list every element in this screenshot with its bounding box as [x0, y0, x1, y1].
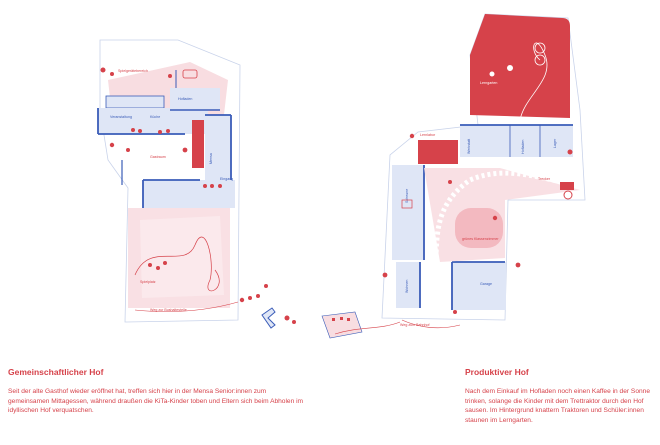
left-red-hall [192, 120, 204, 168]
caption-right: Produktiver Hof Nach dem Einkauf im Hofl… [465, 367, 660, 425]
right-building-top [460, 125, 573, 157]
label-hofladen-left: Hofladen [178, 97, 192, 101]
left-building-strip [105, 95, 165, 109]
label-mensa: Mensa [209, 153, 213, 164]
left-garden-inner [140, 216, 224, 298]
bus-stop-block [321, 311, 363, 339]
label-trecker: Trecker [538, 177, 551, 181]
right-red-lab [418, 140, 458, 164]
right-site-plan: Lerngarten Lernlabor Werkstatt Hofladen … [381, 13, 586, 329]
label-lernlabor: Lernlabor [420, 133, 436, 137]
tractor-lane [427, 170, 576, 313]
caption-left-text: Seit der alte Gasthof wieder eröffnet ha… [8, 388, 304, 415]
right-building-bottomright [452, 262, 506, 310]
right-building-left [392, 165, 424, 260]
left-building-row [98, 108, 208, 134]
label-station-path: Weg zum Bahnhof [400, 323, 430, 327]
right-red-garden [470, 14, 570, 118]
left-figures [100, 67, 268, 303]
left-bus-path [134, 301, 239, 312]
label-kueche: Küche [150, 115, 160, 119]
label-arrow-annotation: grünes Klassenzimmer [462, 237, 499, 241]
right-circle-garden [455, 208, 503, 248]
label-lager: Lager [553, 138, 557, 148]
right-station-path [401, 319, 461, 329]
label-wohnen: Wohnen [405, 280, 409, 293]
label-eingang: Eingang [220, 177, 233, 181]
left-site-plan: Spielgerätebereich Hofladen Veranstaltun… [97, 39, 401, 339]
label-spielgeraete: Spielgerätebereich [118, 69, 148, 73]
label-hofladen-right: Hofladen [521, 140, 525, 154]
caption-left-title: Gemeinschaftlicher Hof [8, 367, 104, 377]
label-scheune: Scheune [405, 189, 409, 203]
label-veranstaltung: Veranstaltung [110, 115, 132, 119]
caption-right-text: Nach dem Einkauf im Hofladen noch einen … [465, 388, 650, 424]
label-spielplatz: Spielplatz [140, 280, 156, 284]
label-garage: Garage [480, 282, 492, 286]
label-gastraum: Gastraum [150, 155, 166, 159]
label-lerngarten: Lerngarten [480, 81, 497, 85]
label-bus-path: Weg zur Bushaltestelle [150, 308, 187, 312]
right-building-bottomleft [396, 262, 420, 308]
left-building-rightwing [205, 115, 231, 190]
left-building-bottom [143, 180, 235, 208]
arrow-shape [261, 307, 276, 329]
label-werkstatt: Werkstatt [467, 139, 471, 154]
left-building-block [170, 88, 220, 110]
right-figures [382, 133, 574, 314]
caption-right-title: Produktiver Hof [465, 367, 529, 377]
left-play-path [134, 236, 220, 292]
caption-left: Gemeinschaftlicher Hof Seit der alte Gas… [8, 367, 308, 416]
